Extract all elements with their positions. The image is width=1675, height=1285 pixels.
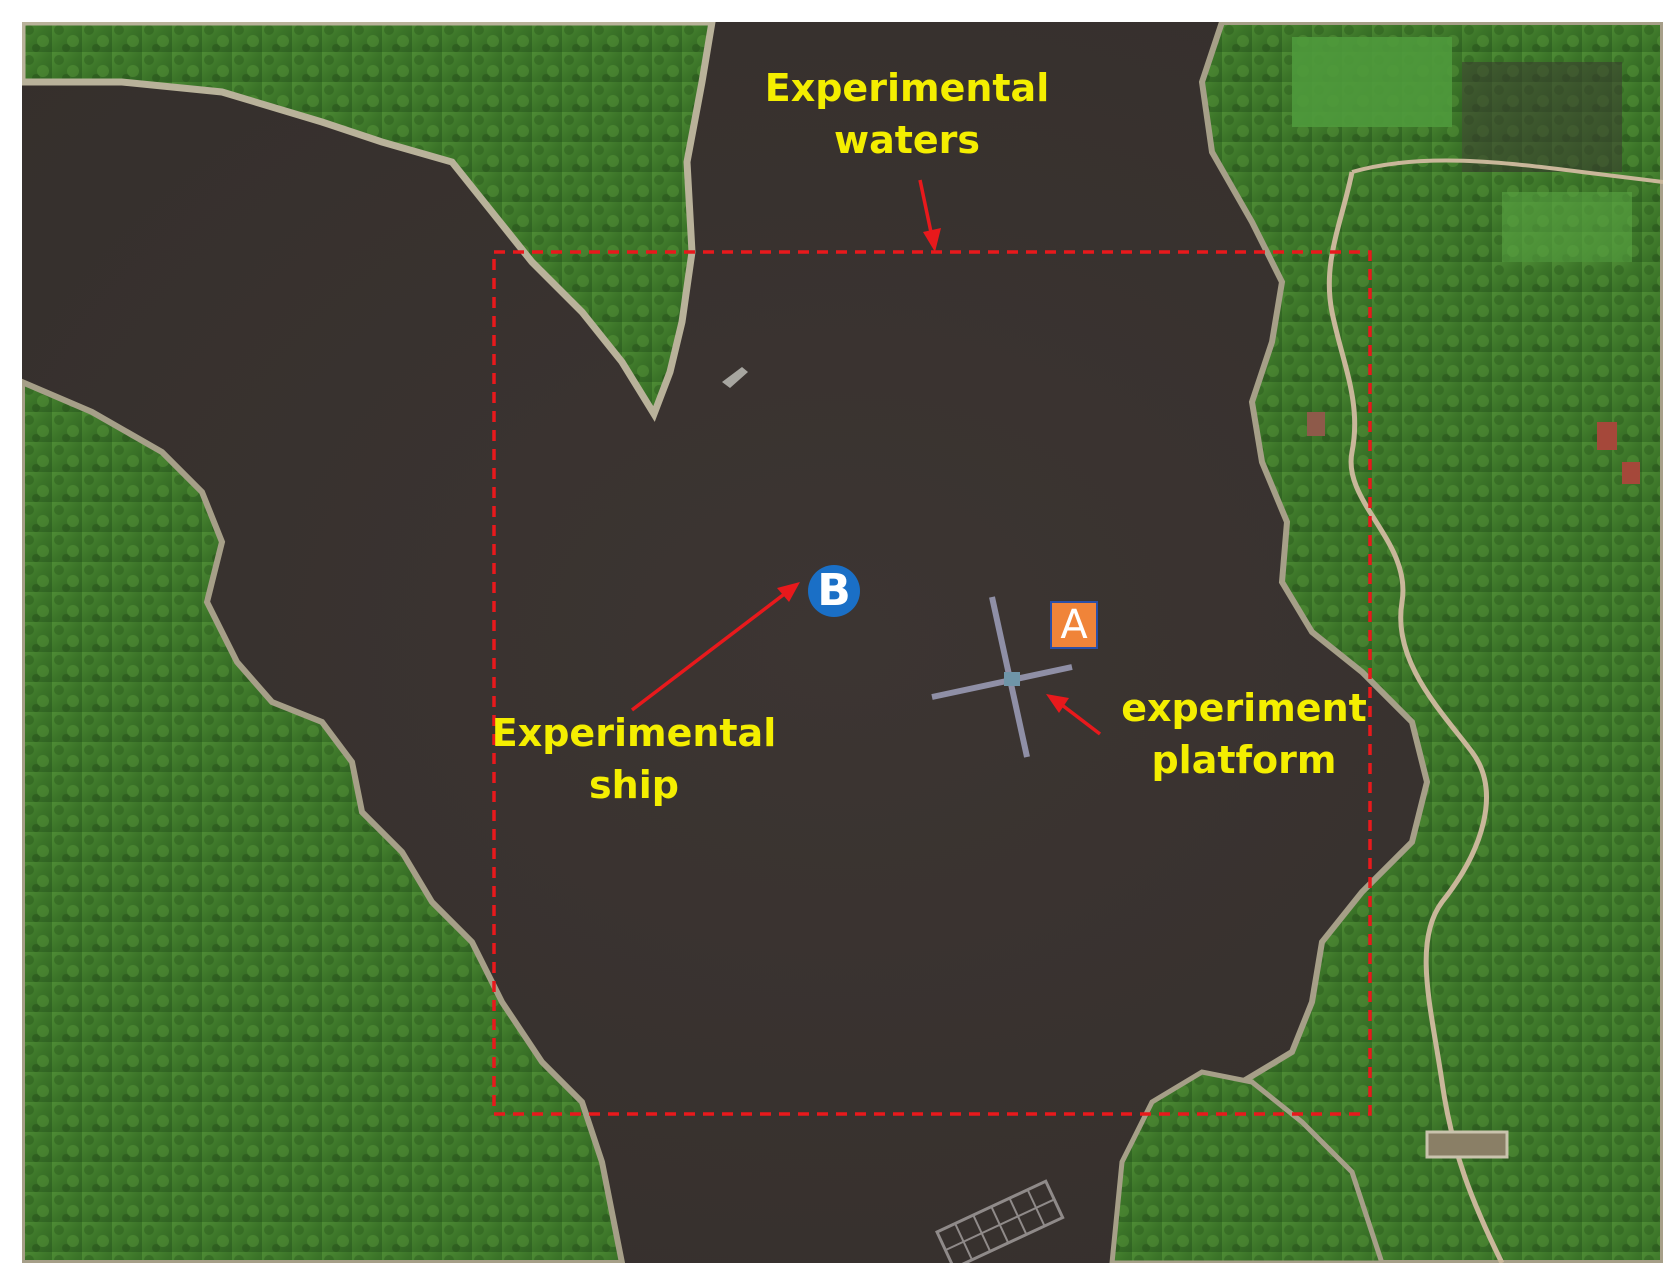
arrow-to-ship	[630, 582, 800, 712]
building	[1307, 412, 1325, 436]
platform-label-line2: platform	[1151, 738, 1337, 782]
building	[1622, 462, 1640, 484]
marker-b-ship: B	[808, 565, 860, 617]
net-cages	[935, 1179, 1065, 1263]
building	[1597, 422, 1617, 450]
experimental-ship-label: Experimental ship	[484, 707, 784, 811]
fish-pond	[1425, 1130, 1509, 1159]
farm-field	[1292, 37, 1452, 127]
arrow-to-platform	[1046, 694, 1102, 736]
experimental-waters-boundary	[492, 250, 1372, 1116]
farm-field	[1502, 192, 1632, 262]
small-boat	[722, 367, 748, 388]
platform-structure	[931, 596, 1073, 758]
experimental-waters-label: Experimental waters	[757, 62, 1057, 166]
platform-label-line1: experiment	[1121, 686, 1367, 730]
waters-label-line2: waters	[833, 118, 981, 162]
satellite-map: Experimental waters Experimental ship ex…	[22, 22, 1663, 1263]
west-bank	[22, 378, 626, 1263]
satellite-imagery	[22, 22, 1663, 1263]
north-peninsula	[22, 22, 716, 422]
waters-label-line1: Experimental	[764, 66, 1050, 110]
farm-field-dark	[1462, 62, 1622, 172]
arrow-to-waters	[918, 179, 941, 252]
east-road	[1326, 171, 1505, 1263]
ship-label-line2: ship	[589, 763, 679, 807]
ship-label-line1: Experimental	[491, 711, 777, 755]
experiment-platform-label: experiment platform	[1104, 682, 1384, 786]
south-bank	[1109, 1069, 1385, 1263]
marker-a-platform: A	[1050, 601, 1098, 649]
north-road	[1351, 158, 1663, 184]
